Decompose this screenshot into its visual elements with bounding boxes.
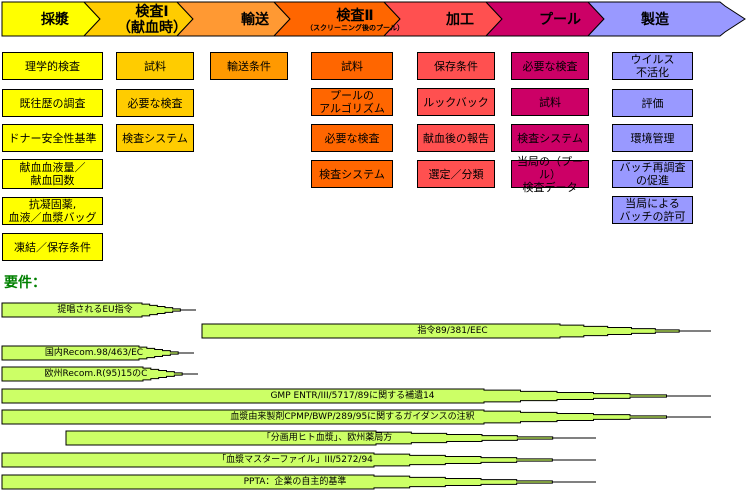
item-box-test1: 検査システム: [116, 124, 194, 152]
stage-chevron-manufacturing: [586, 1, 746, 37]
item-box-collection: 凍結／保存条件: [2, 233, 103, 261]
requirement-bar: [201, 323, 704, 339]
item-box-test2: プールの アルゴリズム: [311, 88, 393, 116]
item-box-collection: 理学的検査: [2, 52, 103, 80]
item-box-test2: 必要な検査: [311, 124, 393, 152]
stage-label: 検査Ⅰ: [135, 4, 169, 20]
item-box-test2: 検査システム: [311, 160, 393, 188]
item-box-test2: 試料: [311, 52, 393, 80]
item-box-manufacturing: 環境管理: [612, 124, 693, 152]
stage-sublabel: （スクリーニング後のプール）: [306, 23, 404, 32]
stage-transport: 輸送: [195, 0, 315, 40]
stage-label: 採漿: [41, 12, 69, 28]
stage-collection: 採漿: [0, 0, 115, 40]
process-flow-bar: 採漿 検査Ⅰ（献血時） 輸送 検査Ⅱ（スクリーニング後のプール） 加工 プール …: [0, 0, 751, 40]
item-box-collection: ドナー安全性基準: [2, 124, 103, 152]
stage-label: プール: [539, 12, 581, 28]
item-box-collection: 既往歴の調査: [2, 89, 103, 117]
item-box-pool: 試料: [511, 88, 589, 116]
requirement-bar: [1, 302, 189, 318]
item-box-collection: 抗凝固薬, 血液／血漿バッグ: [2, 197, 103, 225]
item-box-processing: ルックバック: [417, 88, 495, 116]
item-box-manufacturing: 評価: [612, 89, 693, 117]
stage-label: 製造: [641, 12, 669, 28]
item-box-manufacturing: ウイルス 不活化: [612, 52, 693, 80]
item-box-transport: 輸送条件: [210, 52, 288, 80]
item-box-processing: 献血後の報告: [417, 124, 495, 152]
item-box-test1: 試料: [116, 52, 194, 80]
item-box-pool: 検査システム: [511, 124, 589, 152]
item-box-processing: 保存条件: [417, 52, 495, 80]
requirement-bar: [1, 409, 704, 425]
stage-pool: プール: [500, 0, 620, 40]
item-box-pool: 必要な検査: [511, 52, 589, 80]
item-box-manufacturing: バッチ再調査 の促進: [612, 160, 693, 188]
stage-manufacturing: 製造: [595, 0, 715, 40]
requirement-bar: [1, 366, 191, 382]
item-box-collection: 献血血液量／ 献血回数: [2, 159, 103, 189]
stage-label: 輸送: [241, 12, 269, 28]
item-box-test1: 必要な検査: [116, 89, 194, 117]
stage-label: 加工: [446, 12, 474, 28]
stage-processing: 加工: [400, 0, 520, 40]
stage-test2: 検査Ⅱ（スクリーニング後のプール）: [295, 0, 415, 40]
item-box-processing: 選定／分類: [417, 160, 495, 188]
requirement-bar: [1, 345, 187, 361]
process-chevrons: [1, 1, 746, 37]
requirements-title: 要件：: [4, 275, 46, 291]
requirement-bar: [1, 474, 589, 490]
stage-sublabel: （献血時）: [117, 20, 187, 36]
requirement-bar: [1, 388, 704, 404]
requirement-bar: [1, 452, 589, 468]
requirement-bar: [65, 430, 589, 446]
stage-test1: 検査Ⅰ（献血時）: [92, 0, 212, 40]
stage-label: 検査Ⅱ: [336, 7, 374, 24]
item-box-manufacturing: 当局による バッチの許可: [612, 196, 693, 224]
